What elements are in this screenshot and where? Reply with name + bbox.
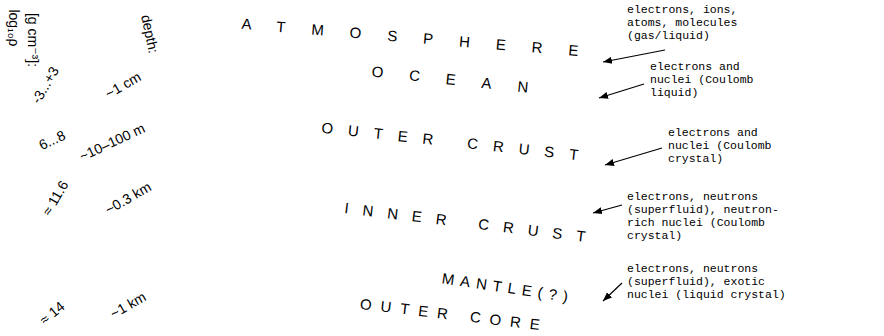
leader-arrow [593, 205, 622, 213]
composition-note: electrons, neutrons (superfluid), neutro… [627, 190, 789, 242]
depth-value: ~10–100 m [77, 120, 148, 164]
layer-fill [0, 248, 884, 336]
leader-arrow [599, 84, 644, 98]
depth-value: ~1 km [107, 288, 148, 321]
layer-boundary [0, 248, 884, 336]
composition-note: electrons and nuclei (Coulomb liquid) [650, 60, 767, 99]
composition-note: electrons, ions, atoms, molecules (gas/l… [627, 3, 744, 42]
layer-name: OUTER CRUST [306, 117, 595, 164]
layer-fill [0, 90, 884, 336]
axis-label: log₁₀ρ [6, 9, 22, 46]
density-value: -3...+3 [28, 64, 62, 107]
layer-name: INNER CRUST [330, 197, 601, 246]
density-value: ≈ 14 [36, 298, 67, 328]
layer-fill [0, 14, 884, 336]
axis-label: depth: [138, 13, 162, 54]
density-value: 6...8 [36, 127, 67, 153]
composition-note: electrons and nuclei (Coulomb crystal) [668, 126, 785, 165]
layer-boundary [0, 170, 884, 336]
layer-name: OCEAN [345, 60, 555, 98]
layer-name: ATMOSPHERE [215, 13, 605, 61]
leader-arrow [603, 283, 622, 301]
layer-name: OUTER CORE [350, 294, 550, 334]
layer-fill [0, 48, 884, 336]
layer-name: MANTLE(?) [435, 268, 575, 305]
composition-note: electrons, neutrons (superfluid), exotic… [627, 262, 789, 301]
density-value: ≈ 11.6 [39, 178, 72, 219]
depth-value: ~1 cm [102, 68, 143, 101]
layer-boundary [0, 48, 884, 336]
depth-value: ~0.3 km [102, 179, 153, 218]
layer-boundary [0, 90, 884, 336]
layer-boundary [0, 14, 884, 336]
leader-arrow [605, 148, 662, 165]
axis-unit: [g cm⁻³]: [25, 13, 41, 67]
layer-fill [0, 170, 884, 336]
